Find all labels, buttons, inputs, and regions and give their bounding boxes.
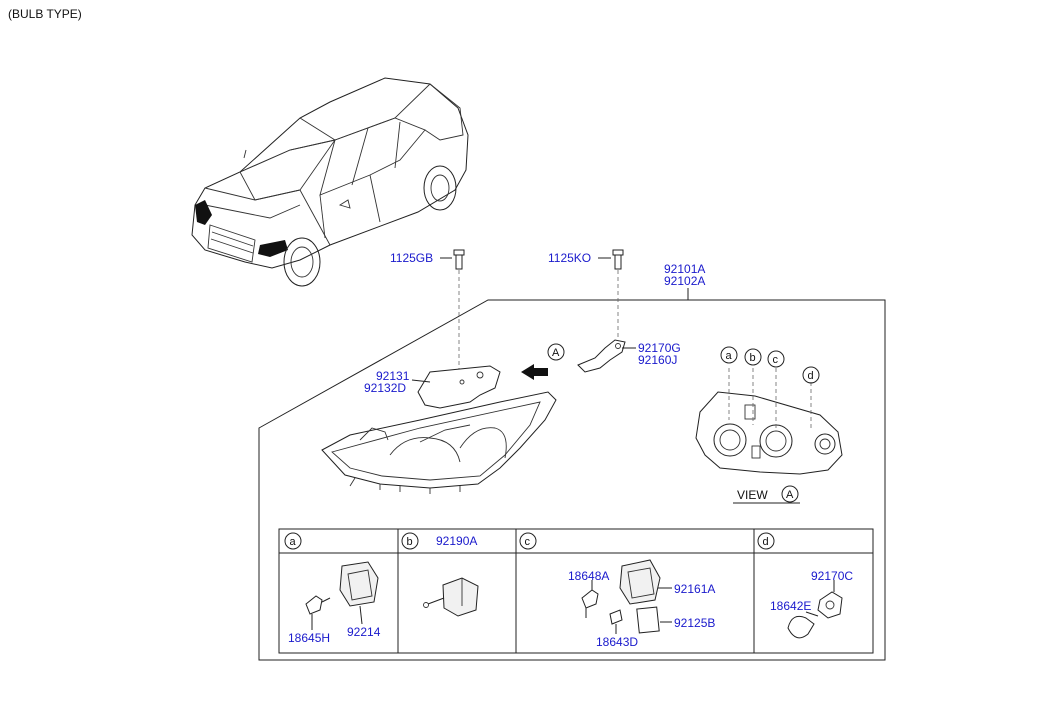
view-a-circle — [547, 343, 565, 361]
svg-text:c: c — [525, 536, 531, 548]
label-92214: 92214 — [347, 625, 381, 639]
svg-text:b: b — [407, 536, 413, 548]
view-label: VIEW — [737, 488, 768, 502]
headlamp-rear-view — [695, 368, 843, 475]
label-92190a: 92190A — [436, 534, 477, 548]
cell-c-header: c — [519, 532, 537, 550]
callout-c-letter: c — [773, 354, 779, 366]
callout-a — [720, 346, 738, 364]
callout-d — [802, 366, 820, 384]
label-92160j: 92160J — [638, 353, 677, 367]
headlamp-assembly — [321, 391, 557, 494]
label-92101a: 92101A — [664, 262, 705, 276]
label-18645h: 18645H — [288, 631, 330, 645]
car-illustration — [191, 77, 469, 287]
cell-d-header: d — [757, 532, 775, 550]
assembly-frame — [258, 299, 886, 661]
label-1125ko: 1125KO — [548, 251, 591, 265]
callout-d-letter: d — [808, 370, 814, 382]
bolt-1125ko — [598, 249, 624, 340]
cell-a-parts — [305, 561, 379, 630]
callout-c — [767, 350, 785, 368]
page-title: (BULB TYPE) — [8, 7, 82, 21]
bracket-92170g — [577, 339, 636, 373]
callout-b — [744, 348, 762, 366]
cell-d-parts — [787, 580, 843, 639]
cell-b-header: b — [401, 532, 419, 550]
view-label-letter: A — [786, 489, 794, 501]
label-18643d: 18643D — [596, 635, 638, 649]
label-92132d: 92132D — [364, 381, 406, 395]
label-92102a: 92102A — [664, 274, 705, 288]
cell-a-header: a — [284, 532, 302, 550]
label-1125gb: 1125GB — [390, 251, 433, 265]
parts-table — [278, 528, 874, 654]
cell-c-parts — [581, 559, 672, 634]
label-92170g: 92170G — [638, 341, 681, 355]
view-arrow-icon — [521, 364, 548, 380]
view-a-letter: A — [552, 347, 560, 359]
label-92161a: 92161A — [674, 582, 715, 596]
label-92170c: 92170C — [811, 569, 853, 583]
label-92125b: 92125B — [674, 616, 715, 630]
leveling-actuator — [423, 577, 479, 617]
callout-a-letter: a — [726, 350, 733, 362]
label-92131: 92131 — [376, 369, 410, 383]
callout-b-letter: b — [750, 352, 756, 364]
svg-text:d: d — [763, 536, 769, 548]
label-18642e: 18642E — [770, 599, 811, 613]
view-label-circle — [781, 485, 799, 503]
bolt-1125gb — [440, 249, 465, 372]
cover-92131 — [411, 365, 501, 409]
label-18648a: 18648A — [568, 569, 609, 583]
svg-text:a: a — [290, 536, 297, 548]
